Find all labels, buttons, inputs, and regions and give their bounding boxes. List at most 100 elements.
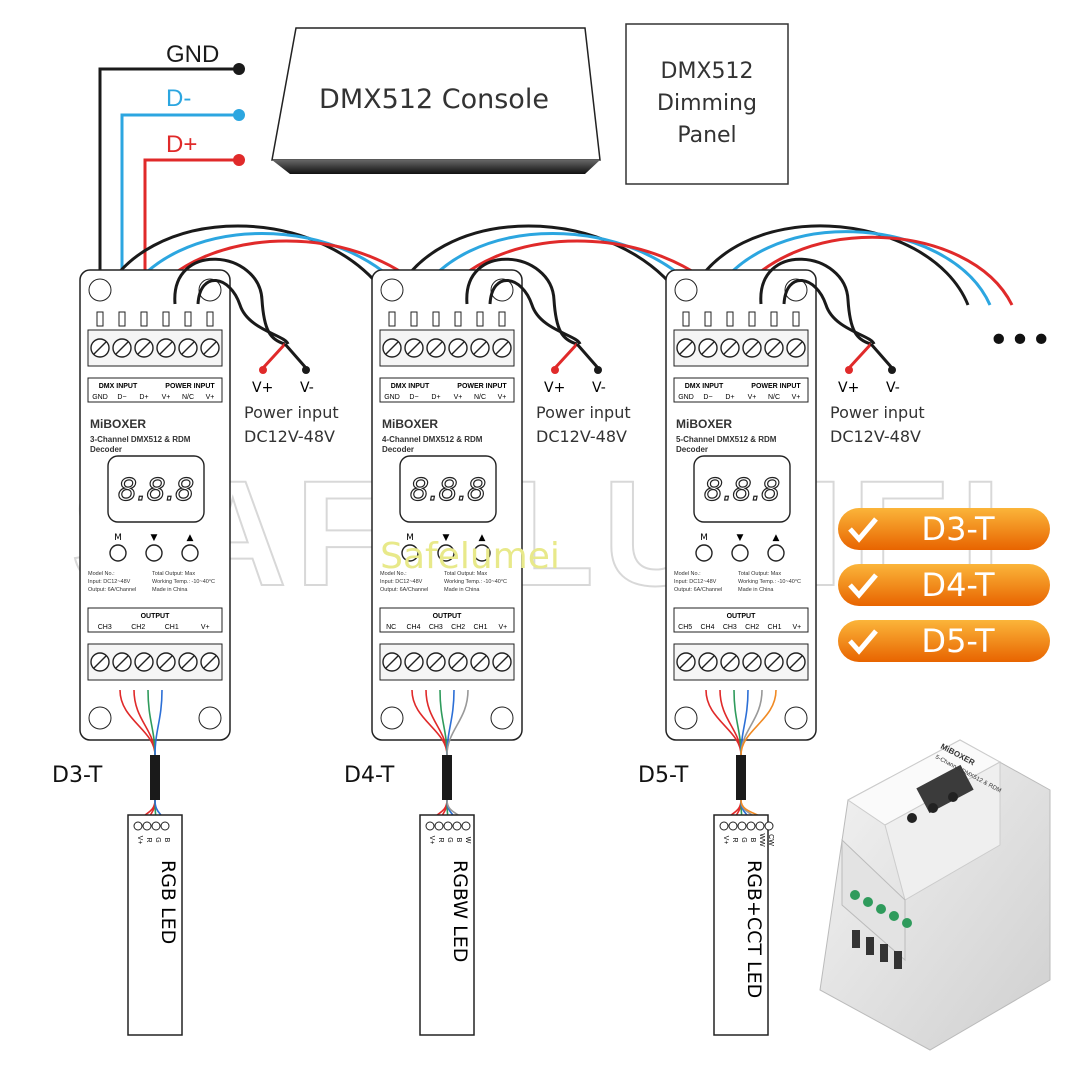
strip-pin-label: R [145,837,152,842]
mount-hole [198,706,222,730]
spec-text: Input: DC12~48V [88,579,131,585]
mount-hole [380,706,404,730]
output-terminal-label: CH3 [98,624,112,631]
decoder-button[interactable] [181,544,199,562]
decoder-button[interactable] [109,544,127,562]
input-terminal-label: V+ [792,394,801,401]
spec-text: Made in China [152,587,188,593]
badge-label: D5-T [921,622,995,660]
power-vminus-label: V- [300,380,314,396]
check-icon [848,517,878,543]
spec-text: Model No.: [674,571,701,577]
decoder-button[interactable] [145,544,163,562]
input-terminal-label: D+ [139,394,148,401]
spec-text: Total Output: Max [444,571,487,577]
spec-text: Working Temp.: -10~40°C [738,579,801,585]
decoder-tag: D3-T [52,763,103,788]
decoder-button[interactable] [695,544,713,562]
strip-pin-label: B [749,838,756,843]
spec-text: Input: DC12~48V [380,579,423,585]
decoder-button[interactable] [731,544,749,562]
power-input-voltage: DC12V-48V [830,427,921,446]
led-display [693,455,791,523]
decoder-button[interactable] [767,544,785,562]
input-terminal-label: V+ [162,394,171,401]
strip-pin-label: WW [758,833,765,847]
badge-label: D4-T [921,566,995,604]
power-vplus-label: V+ [838,380,859,396]
strip-pin-label: CW [767,834,774,846]
spec-text: Model No.: [88,571,115,577]
button-label: ▲ [187,533,194,543]
decoders: DMX INPUT POWER INPUT GND D− D+ V+ N/C V+ MiBOXE… [52,257,925,1036]
input-terminal-label: V+ [498,394,507,401]
power-vplus-label: V+ [252,380,273,396]
mount-hole [784,706,808,730]
brand-logo: MiBOXER [382,417,438,431]
display-digits: 8.8.8 [410,473,486,508]
power-input-label: POWER INPUT [165,383,215,390]
decoder-button[interactable] [473,544,491,562]
input-terminal-label: D− [409,394,418,401]
power-vplus-label: V+ [544,380,565,396]
brand-logo: MiBOXER [676,417,732,431]
strip-pin-label: G [446,837,453,842]
decoder-button[interactable] [437,544,455,562]
decoder-title: 3-Channel DMX512 & RDM [90,435,191,444]
spec-text: Input: DC12~48V [674,579,717,585]
dmx-input-label: DMX INPUT [99,383,138,390]
decoder-subtitle: Decoder [382,445,414,454]
decoder-title: 4-Channel DMX512 & RDM [382,435,483,444]
d-plus-label: D+ [166,131,197,158]
strip-pin-label: R [437,837,444,842]
input-terminal-block [87,329,223,367]
led-strip-label: RGB+CCT LED [743,860,765,998]
strip-pin-label: V+ [428,836,435,845]
output-terminal-label: CH4 [700,624,714,631]
decoder-tag: D5-T [638,763,689,788]
mount-hole [88,706,112,730]
input-terminal-label: GND [92,394,108,401]
spec-text: Working Temp.: -10~40°C [444,579,507,585]
output-terminal-label: CH1 [473,624,487,631]
badge-d4-t: D4-T [838,564,1050,606]
input-terminal-label: GND [384,394,400,401]
button-label: ▲ [773,533,780,543]
power-input-title: Power input [830,403,925,422]
dmx-input-label: DMX INPUT [685,383,724,390]
output-terminal-label: CH4 [406,624,420,631]
decoder-subtitle: Decoder [90,445,122,454]
strip-pin-label: V+ [136,836,143,845]
input-terminal-block [673,329,809,367]
spec-text: Model No.: [380,571,407,577]
power-vminus-label: V- [592,380,606,396]
decoder-title: 5-Channel DMX512 & RDM [676,435,777,444]
input-terminal-label: N/C [474,394,486,401]
output-terminal-label: CH2 [451,624,465,631]
mount-hole [674,278,698,302]
led-strip [127,814,183,1036]
spec-text: Made in China [444,587,480,593]
input-terminal-label: V+ [206,394,215,401]
decoder-button[interactable] [401,544,419,562]
panel-line1: DMX512 [661,59,754,84]
output-terminal-label: CH2 [131,624,145,631]
mount-hole [674,706,698,730]
output-terminal-label: V+ [792,624,801,631]
button-label: M [700,533,708,543]
strip-pin-label: V+ [722,836,729,845]
button-label: ▼ [737,533,744,543]
power-vminus-label: V- [886,380,900,396]
dmx-console: DMX512 Console [271,27,601,174]
display-digits: 8.8.8 [118,473,194,508]
input-terminal-label: V+ [748,394,757,401]
power-input-label: POWER INPUT [457,383,507,390]
strip-pin-label: G [740,837,747,842]
output-terminal-label: CH1 [165,624,179,631]
strip-pin-label: G [154,837,161,842]
d-minus-label: D- [166,85,191,112]
output-terminal-block [379,643,515,681]
output-terminal-label: CH3 [723,624,737,631]
